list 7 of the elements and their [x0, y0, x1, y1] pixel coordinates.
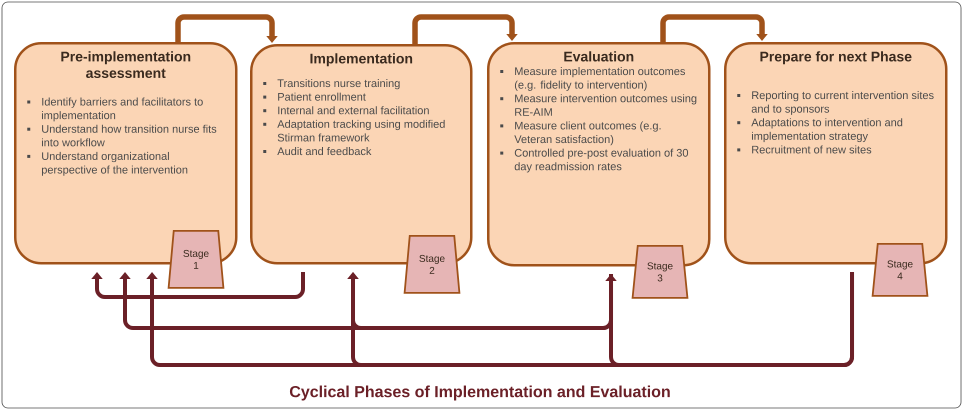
stage-trapezoid: Stage 3	[632, 245, 688, 299]
stage-trapezoid: Stage 4	[872, 243, 928, 297]
arrow	[605, 272, 854, 367]
stage-trapezoid: Stage 1	[168, 230, 224, 289]
stage-trapezoid: Stage 2	[404, 235, 460, 294]
caption: Cyclical Phases of Implementation and Evaluation	[290, 386, 670, 400]
arrow	[91, 272, 305, 299]
